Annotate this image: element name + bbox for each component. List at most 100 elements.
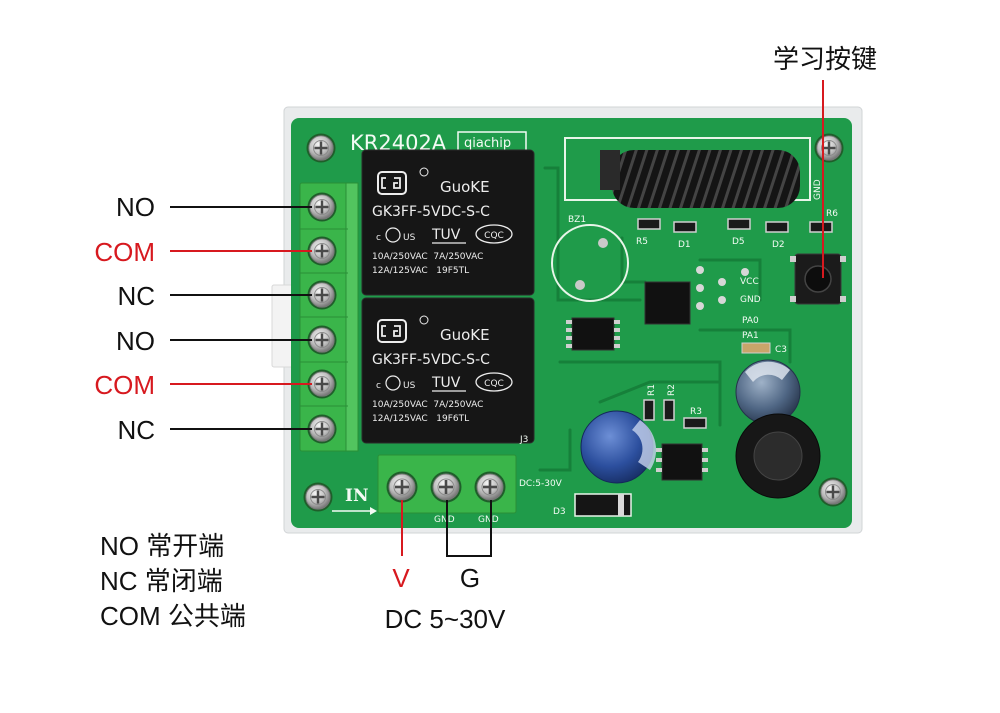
- relay-rating-2: 12A/125VAC 19F5TL: [372, 266, 469, 276]
- silk-gnd-terminal-3: GND: [478, 515, 499, 525]
- silk-d3: D3: [553, 507, 566, 517]
- inductor-core: [753, 431, 803, 481]
- relay-ul-us: US: [403, 233, 416, 243]
- terminal-label-nc-2: NC: [117, 415, 155, 445]
- terminal-label-no-2: NO: [116, 326, 155, 356]
- antenna-coil: [612, 150, 800, 208]
- relay-rating-1: 10A/250VAC 7A/250VAC: [372, 400, 483, 410]
- cqc-mark-icon: [475, 372, 513, 392]
- relay-ul-c: c: [376, 233, 381, 243]
- ic-pin: [656, 468, 662, 472]
- relay-2: GuoKE GK3FF-5VDC-S-C c US TUV CQC 10A/25…: [361, 297, 535, 444]
- relay-logo-icon: [381, 325, 401, 337]
- ic-body: [571, 317, 615, 351]
- pcb-trace: [698, 328, 792, 364]
- relay-logo-icon: [377, 319, 407, 343]
- ic-pad: [741, 268, 749, 276]
- smd-diode: [765, 221, 789, 233]
- ic-pin: [614, 328, 620, 332]
- mounting-screw: [818, 477, 848, 507]
- terminal-label-no-1: NO: [116, 192, 155, 222]
- ic-chip-regulator: [656, 443, 708, 481]
- switch-leg: [840, 256, 846, 262]
- ic-pin: [656, 458, 662, 462]
- smd-resistor: [683, 417, 707, 429]
- silk-gnd: GND: [740, 295, 761, 305]
- board-brand: qiachip: [464, 136, 511, 151]
- ic-pad: [696, 266, 704, 274]
- silk-input-label: IN: [345, 486, 369, 506]
- silk-j3: J3: [519, 435, 528, 445]
- mounting-screw: [303, 482, 333, 512]
- casing-side-clip: [271, 284, 295, 368]
- silk-d2: D2: [772, 240, 785, 250]
- relay-1: GuoKE GK3FF-5VDC-S-C c US TUV CQC 10A/25…: [361, 149, 535, 296]
- power-g-bracket: [446, 500, 492, 557]
- power-input-range: DC 5~30V: [385, 604, 506, 634]
- silk-d5: D5: [732, 237, 745, 247]
- power-g-label: G: [460, 563, 480, 593]
- terminal-label-com-1: COM: [94, 237, 155, 267]
- relay-logo-icon: [377, 171, 407, 195]
- capacitor-stripe: [745, 361, 790, 382]
- ic-pad: [696, 302, 704, 310]
- ic-pin: [614, 344, 620, 348]
- relay-ul-c: c: [376, 381, 381, 391]
- mounting-screw: [814, 133, 844, 163]
- ic-pin: [656, 448, 662, 452]
- cqc-mark-icon: [475, 224, 513, 244]
- ic-pad: [718, 278, 726, 286]
- diode-band: [618, 494, 624, 516]
- mounting-screw: [306, 133, 336, 163]
- ic-pad: [696, 284, 704, 292]
- ic-pin: [566, 344, 572, 348]
- relay-logo-icon: [381, 177, 401, 189]
- silk-pa1: PA1: [742, 331, 759, 341]
- silk-r6: R6: [826, 209, 838, 219]
- ic-pin: [702, 468, 708, 472]
- relay-cqc: CQC: [484, 379, 504, 389]
- silk-r3: R3: [690, 407, 702, 417]
- relay-tuv: TUV: [431, 227, 461, 243]
- terminal-label-nc-1: NC: [117, 281, 155, 311]
- ul-mark-icon: [385, 227, 401, 243]
- smd-resistor: [637, 218, 661, 230]
- relay-rating-1: 10A/250VAC 7A/250VAC: [372, 252, 483, 262]
- smd-capacitor: [741, 342, 771, 354]
- silk-r1: R1: [647, 384, 657, 396]
- ic-pin: [702, 458, 708, 462]
- relay-brand: GuoKE: [440, 326, 490, 344]
- relay-brand: GuoKE: [440, 178, 490, 196]
- buzzer-pad: [598, 238, 608, 248]
- relay-model: GK3FF-5VDC-S-C: [372, 352, 490, 368]
- switch-leg: [790, 256, 796, 262]
- registered-mark-icon: [419, 167, 429, 177]
- legend-nc: NC 常闭端: [100, 566, 223, 596]
- pcb-trace: [698, 258, 762, 302]
- ic-pin: [614, 336, 620, 340]
- ul-mark-icon: [385, 375, 401, 391]
- relay-tuv: TUV: [431, 375, 461, 391]
- ic-pin: [614, 320, 620, 324]
- silk-r2: R2: [667, 384, 677, 396]
- smd-resistor: [809, 221, 833, 233]
- power-v-label: V: [392, 563, 410, 593]
- pcb-trace: [538, 428, 572, 472]
- power-screw-gnd-1: [430, 471, 462, 503]
- legend-com: COM 公共端: [100, 601, 246, 631]
- pcb-trace: [558, 360, 722, 427]
- registered-mark-icon: [419, 315, 429, 325]
- terminal-label-com-2: COM: [94, 370, 155, 400]
- relay-cqc: CQC: [484, 231, 504, 241]
- relay-rating-2: 12A/125VAC 19F6TL: [372, 414, 469, 424]
- switch-leg: [840, 296, 846, 302]
- smd-resistor: [643, 399, 655, 421]
- ic-pad: [718, 296, 726, 304]
- ic-pin: [566, 328, 572, 332]
- buzzer-pad: [575, 280, 585, 290]
- ic-body: [644, 281, 691, 325]
- smd-diode: [727, 218, 751, 230]
- ic-body: [661, 443, 703, 481]
- learn-key-label: 学习按键: [773, 44, 877, 74]
- switch-leg: [790, 296, 796, 302]
